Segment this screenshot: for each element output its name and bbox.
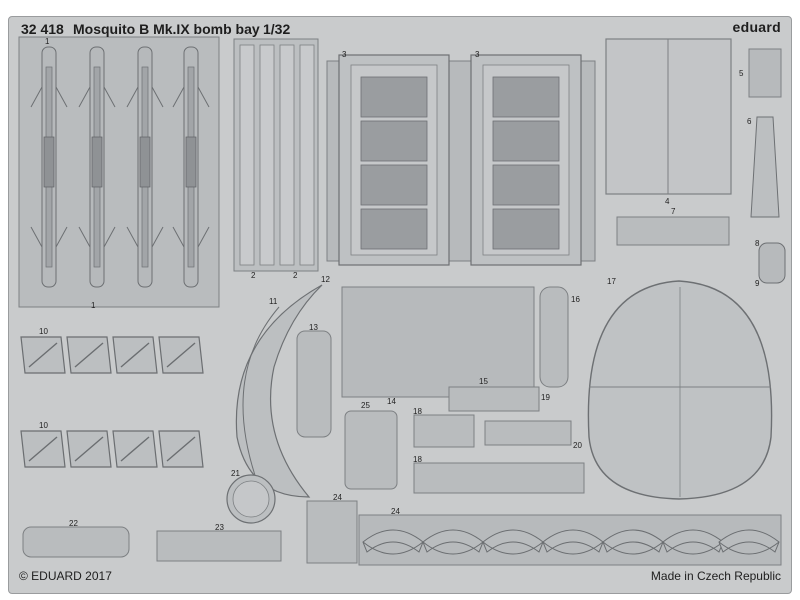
photo-etch-fret: 32 418 Mosquito B Mk.IX bomb bay 1/32 ed… — [8, 16, 792, 594]
part-number: 21 — [231, 469, 240, 478]
set-number: 32 418 — [21, 21, 64, 37]
fret-artwork — [18, 36, 786, 566]
part-number: 1 — [91, 301, 96, 310]
part-number: 23 — [215, 523, 224, 532]
part-number: 9 — [755, 279, 760, 288]
set-title: Mosquito B Mk.IX bomb bay — [73, 21, 260, 37]
part-number: 15 — [479, 377, 488, 386]
part-number: 17 — [607, 277, 616, 286]
part-number: 6 — [747, 117, 752, 126]
part-number: 24 — [391, 507, 400, 516]
brand-logo: eduard — [732, 19, 781, 35]
part-number: 20 — [573, 441, 582, 450]
part-number: 18 — [413, 455, 422, 464]
part-number: 7 — [671, 207, 676, 216]
part-number: 18 — [413, 407, 422, 416]
part-number: 16 — [571, 295, 580, 304]
part-number: 1 — [45, 37, 50, 46]
part-number: 3 — [475, 50, 480, 59]
part-number: 2 — [293, 271, 298, 280]
part-number: 3 — [342, 50, 347, 59]
part-number: 24 — [333, 493, 342, 502]
part-number: 4 — [665, 197, 670, 206]
part-number: 11 — [269, 297, 278, 306]
origin-text: Made in Czech Republic — [650, 569, 781, 583]
part-number: 14 — [387, 397, 396, 406]
part-number: 22 — [69, 519, 78, 528]
scale: 1/32 — [263, 21, 291, 37]
part-number: 19 — [541, 393, 550, 402]
part-number: 5 — [739, 69, 744, 78]
part-number: 10 — [39, 421, 48, 430]
part-number: 8 — [755, 239, 760, 248]
part-number: 25 — [361, 401, 370, 410]
part-number: 2 — [251, 271, 256, 280]
part-number: 10 — [39, 327, 48, 336]
part-number: 12 — [321, 275, 330, 284]
part-number: 13 — [309, 323, 318, 332]
copyright-text: © EDUARD 2017 — [19, 569, 112, 583]
